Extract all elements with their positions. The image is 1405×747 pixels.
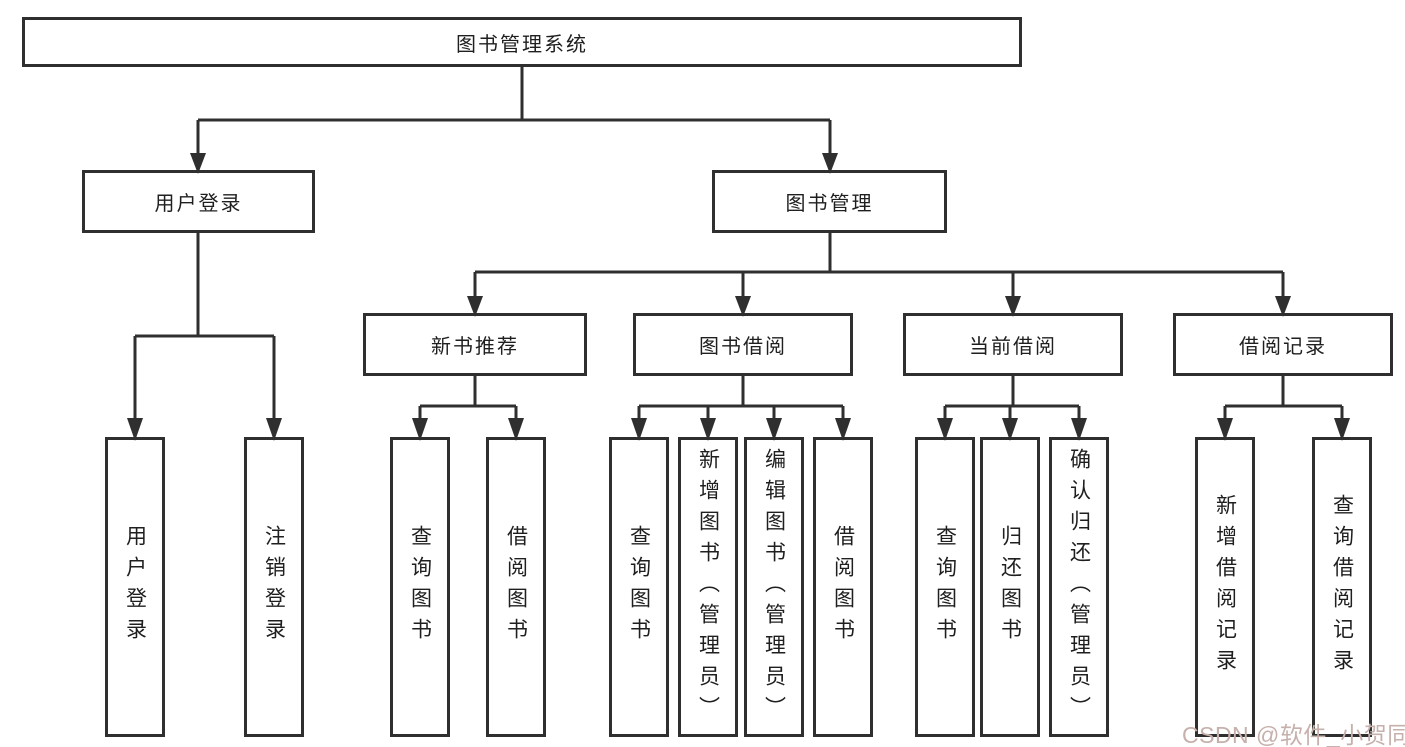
leaf-add-borrow-record: 新增借阅记录	[1195, 437, 1255, 737]
node-book-management: 图书管理	[712, 170, 947, 233]
csdn-watermark: CSDN @软件_小贺同学	[1182, 722, 1405, 747]
leaf-label: 确认归还（管理员）	[1067, 447, 1091, 727]
leaf-borrow-books: 借阅图书	[813, 437, 873, 737]
node-label: 借阅记录	[1239, 336, 1327, 358]
leaf-label: 注销登录	[262, 525, 286, 649]
leaf-query-books-recommend: 查询图书	[390, 437, 450, 737]
leaf-label: 借阅图书	[504, 525, 528, 649]
leaf-label: 查询借阅记录	[1330, 494, 1354, 680]
leaf-return-books: 归还图书	[980, 437, 1040, 737]
leaf-label: 编辑图书（管理员）	[762, 447, 786, 727]
node-label: 新书推荐	[431, 336, 519, 358]
leaf-user-login: 用户登录	[105, 437, 165, 737]
node-label: 图书管理系统	[456, 33, 588, 56]
node-root-system: 图书管理系统	[22, 17, 1022, 67]
leaf-label: 用户登录	[123, 525, 147, 649]
leaf-label: 归还图书	[998, 525, 1022, 649]
leaf-label: 查询图书	[408, 525, 432, 649]
leaf-query-books-current: 查询图书	[915, 437, 975, 737]
node-current-borrow: 当前借阅	[903, 313, 1123, 376]
leaf-label: 查询图书	[627, 525, 651, 649]
leaf-add-books-admin: 新增图书（管理员）	[678, 437, 738, 737]
leaf-confirm-return-admin: 确认归还（管理员）	[1049, 437, 1109, 737]
leaf-query-books-borrow: 查询图书	[609, 437, 669, 737]
leaf-edit-books-admin: 编辑图书（管理员）	[744, 437, 804, 737]
node-label: 图书管理	[785, 193, 874, 215]
node-label: 用户登录	[154, 193, 243, 215]
node-label: 当前借阅	[969, 336, 1057, 358]
leaf-label: 查询图书	[933, 525, 957, 649]
node-new-book-recommend: 新书推荐	[363, 313, 587, 376]
node-user-login: 用户登录	[82, 170, 315, 233]
node-book-borrow: 图书借阅	[633, 313, 853, 376]
node-label: 图书借阅	[699, 336, 787, 358]
leaf-label: 借阅图书	[831, 525, 855, 649]
leaf-label: 新增借阅记录	[1213, 494, 1237, 680]
leaf-logout: 注销登录	[244, 437, 304, 737]
leaf-borrow-books-recommend: 借阅图书	[486, 437, 546, 737]
node-borrow-records: 借阅记录	[1173, 313, 1393, 376]
leaf-query-borrow-record: 查询借阅记录	[1312, 437, 1372, 737]
leaf-label: 新增图书（管理员）	[696, 447, 720, 727]
